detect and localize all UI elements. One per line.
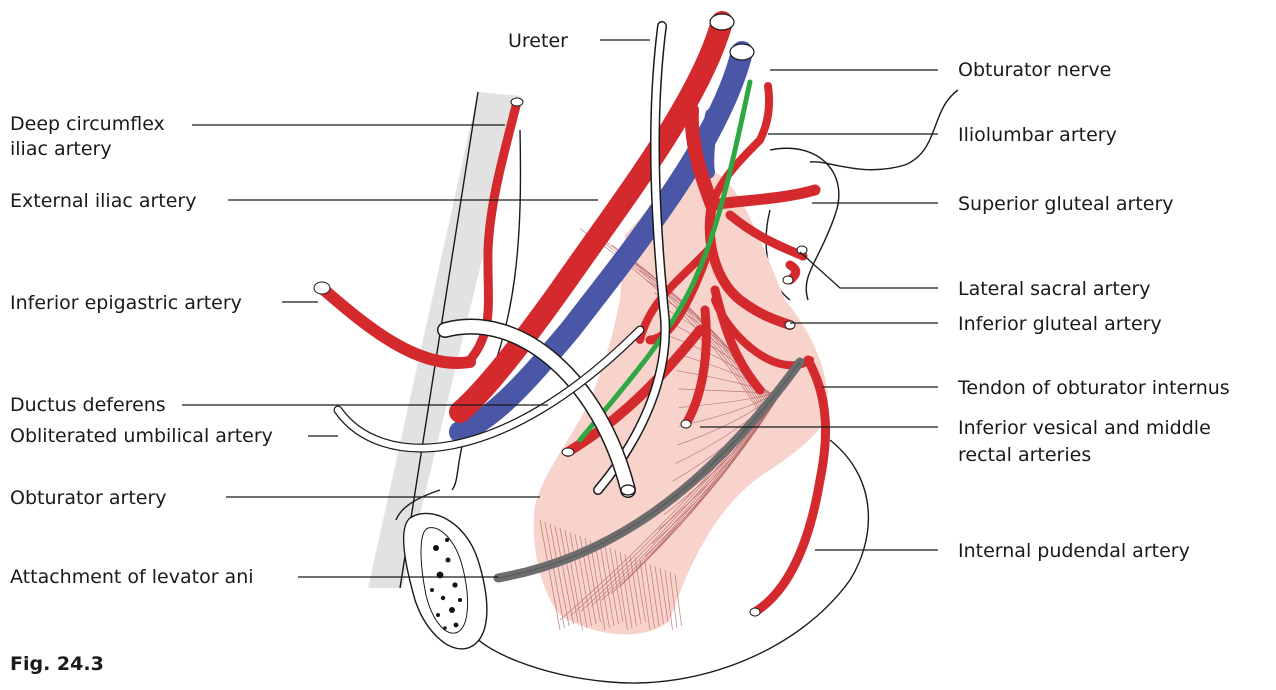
left-labels: Deep circumflex iliac artery External il… (10, 113, 273, 588)
ischial-bone (404, 513, 487, 648)
label-internal-pudendal: Internal pudendal artery (958, 540, 1190, 562)
figure-caption: Fig. 24.3 (10, 653, 104, 675)
label-lateral-sacral: Lateral sacral artery (958, 278, 1151, 300)
label-ureter: Ureter (508, 30, 568, 52)
label-inferior-vesical: Inferior vesical and middle rectal arter… (958, 417, 1217, 466)
label-obliterated-umbilical: Obliterated umbilical artery (10, 425, 273, 447)
label-obturator-artery: Obturator artery (10, 487, 167, 509)
top-labels: Ureter (508, 30, 568, 52)
label-inferior-gluteal: Inferior gluteal artery (958, 313, 1162, 335)
label-iliolumbar: Iliolumbar artery (958, 124, 1117, 146)
right-labels: Obturator nerve Iliolumbar artery Superi… (957, 59, 1230, 562)
label-deep-circumflex: Deep circumflex iliac artery (10, 113, 171, 160)
label-obturator-nerve: Obturator nerve (958, 59, 1111, 81)
label-levator-ani: Attachment of levator ani (10, 566, 254, 588)
label-external-iliac: External iliac artery (10, 190, 196, 212)
muscle-sheet (534, 170, 828, 634)
label-inferior-epigastric: Inferior epigastric artery (10, 292, 242, 314)
label-tendon-obturator: Tendon of obturator internus (957, 377, 1230, 399)
label-superior-gluteal: Superior gluteal artery (958, 193, 1174, 215)
label-ductus-deferens: Ductus deferens (10, 394, 166, 416)
